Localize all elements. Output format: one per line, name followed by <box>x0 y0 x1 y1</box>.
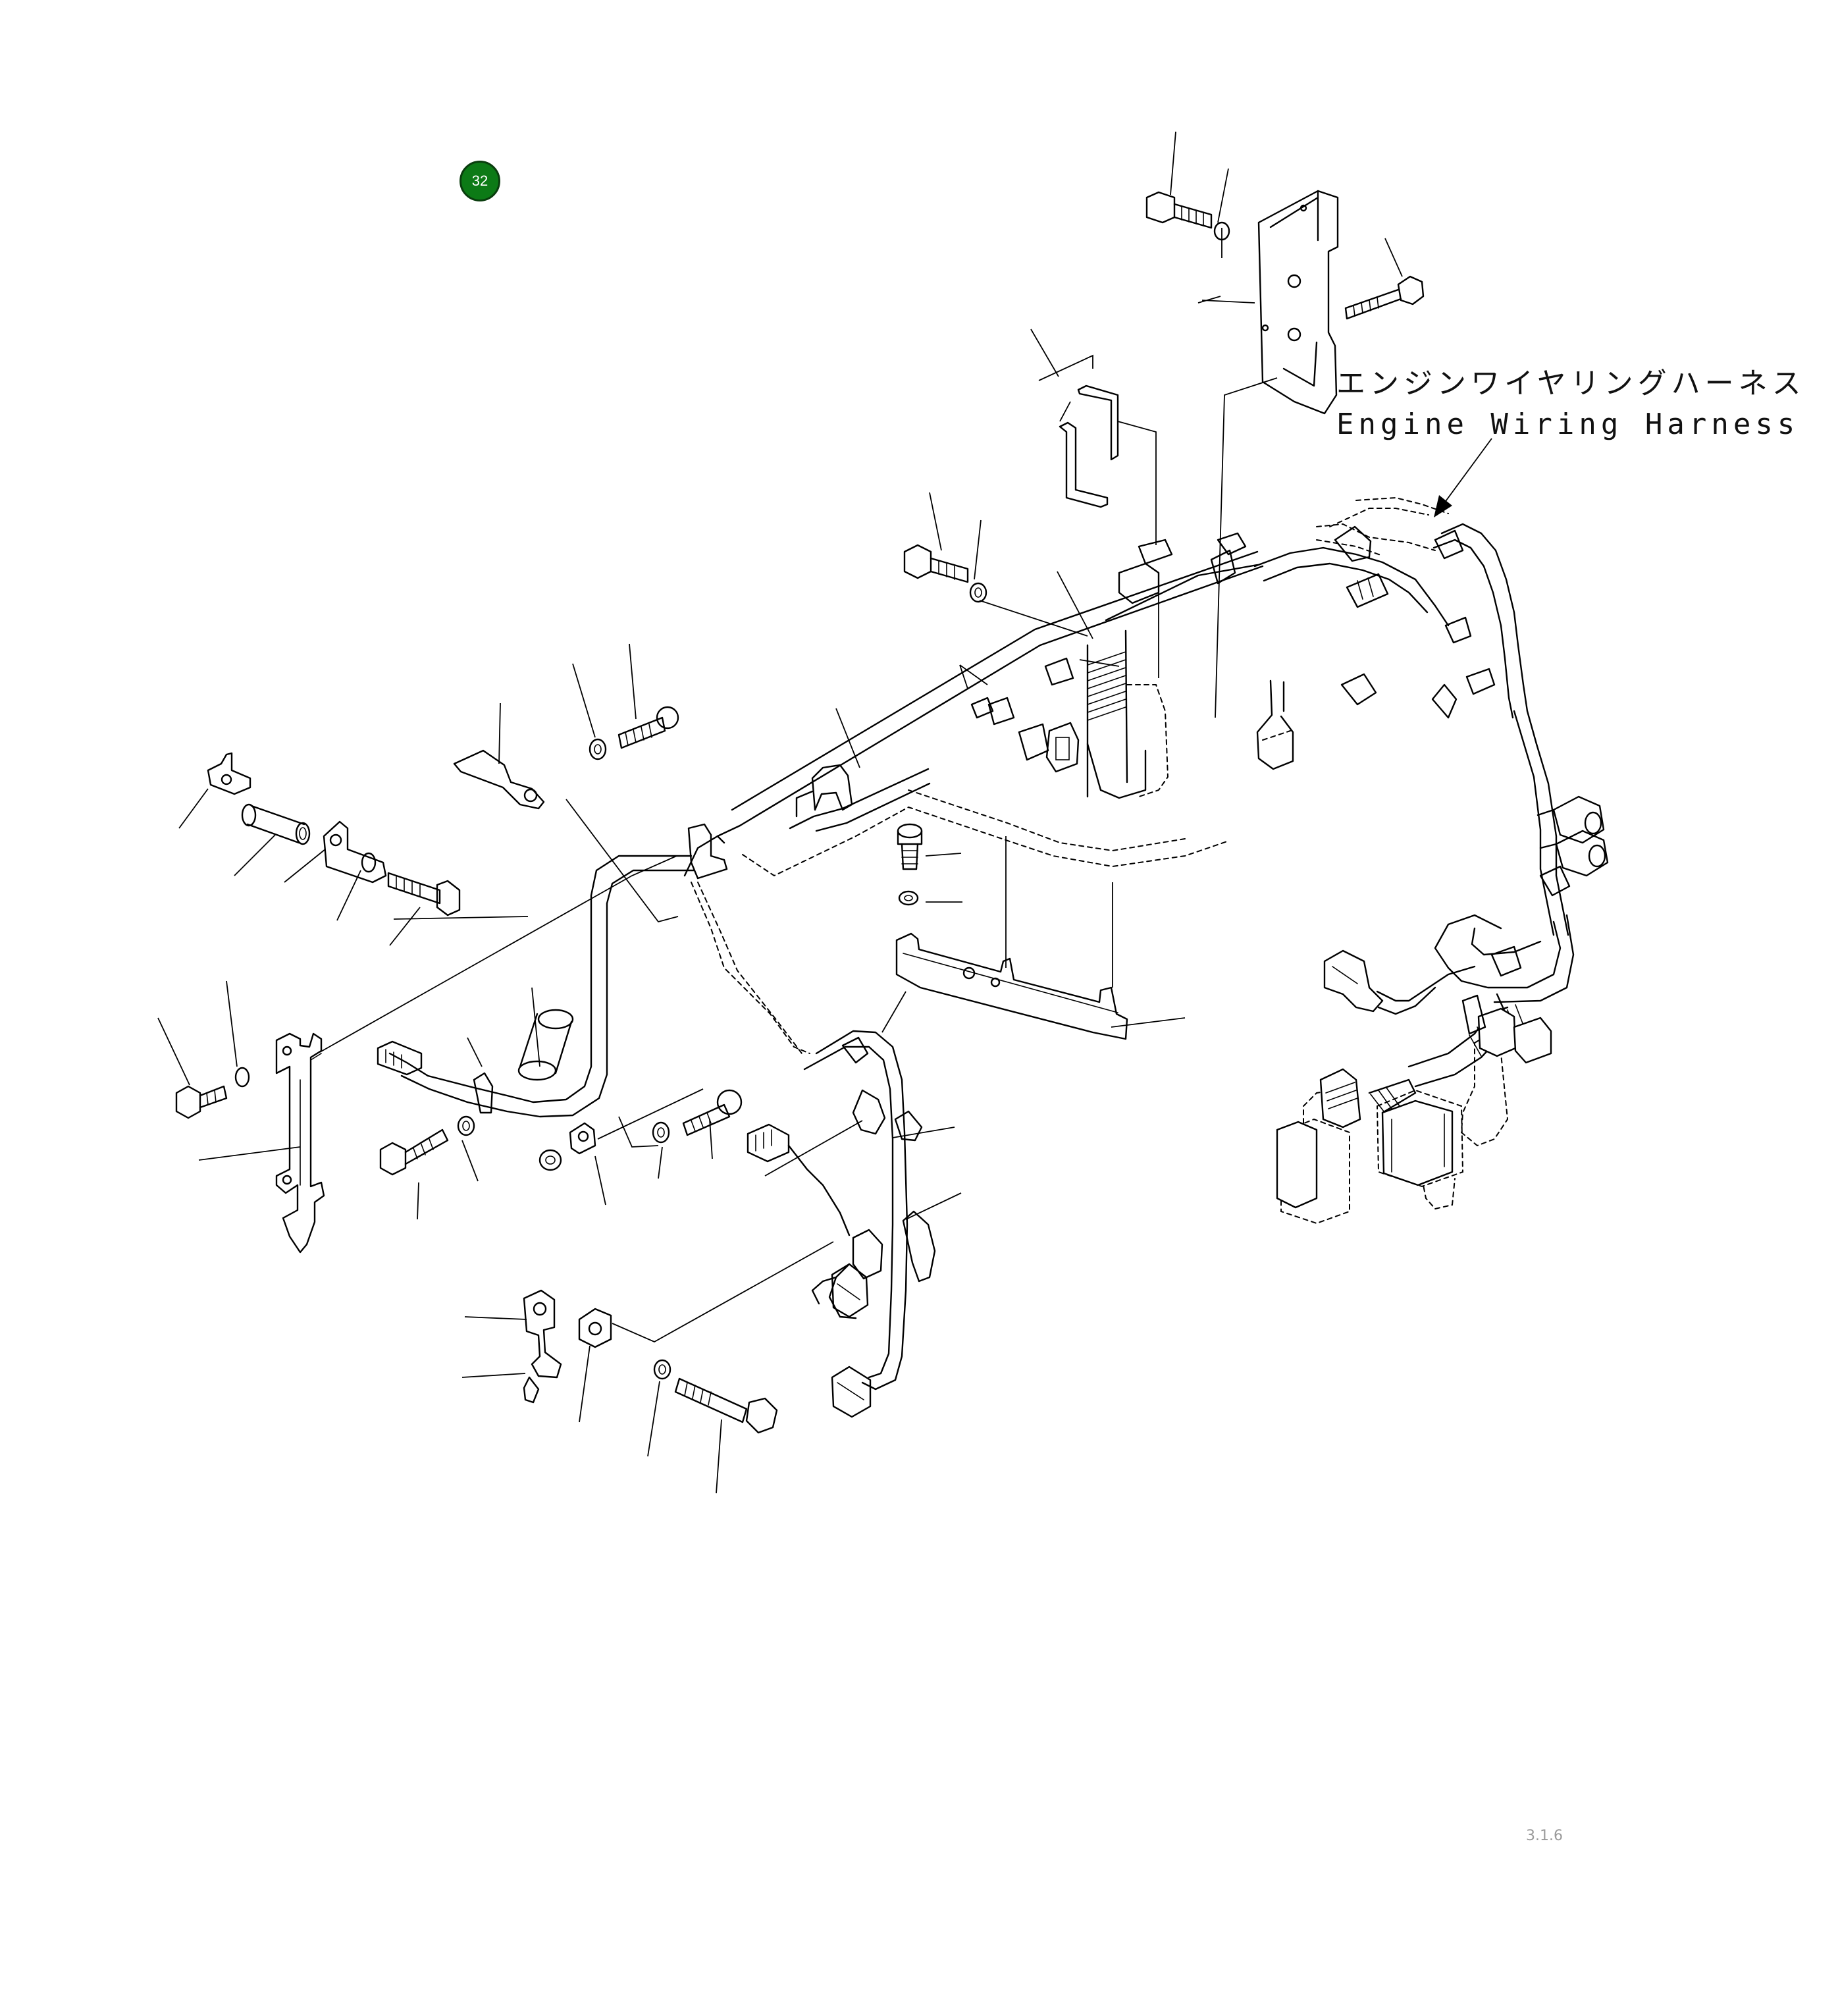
callout-line-english: Engine Wiring Harness <box>1336 408 1800 441</box>
upper-bracket-assembly <box>1145 131 1425 415</box>
pendant-connector-b <box>831 1366 872 1418</box>
callout-arrow <box>1434 438 1492 517</box>
middle-bolt-group <box>379 1088 743 1220</box>
center-base-bracket <box>895 823 1186 1040</box>
washer-bottom <box>653 1359 671 1380</box>
washer-lower-left <box>234 1067 250 1088</box>
center-connectors <box>970 532 1247 773</box>
harness-main-run <box>683 532 1264 877</box>
bolt-mid-b <box>682 1089 743 1136</box>
clamp-mid <box>569 1122 596 1155</box>
base-bracket-bolt <box>897 823 923 870</box>
base-washer <box>898 890 919 906</box>
bolt-left-long <box>387 872 461 916</box>
bracket-bolt-right <box>1344 275 1425 320</box>
bolt-lower-left <box>175 1085 228 1119</box>
washer-mid-c <box>652 1121 670 1144</box>
right-lower-module <box>1276 914 1575 1225</box>
mid-bolt-washer <box>903 492 1088 637</box>
figure-number-badge: 32 <box>460 161 500 201</box>
leader-lines <box>959 296 1278 718</box>
bottom-plate <box>578 1308 612 1348</box>
harness-clip-left <box>687 708 860 880</box>
callout-line-japanese: エンジンワイヤリングハーネス <box>1336 367 1806 400</box>
harness-right-loop <box>1253 496 1609 936</box>
washer-left <box>361 852 377 873</box>
pendant-connector-a <box>831 1263 869 1318</box>
tall-bracket-left <box>198 855 677 1254</box>
harness-lower-branch <box>747 991 962 1418</box>
washer-mid-a <box>457 1115 475 1136</box>
bolt-mid-a <box>379 1128 449 1176</box>
z-bracket-pair <box>1030 329 1157 545</box>
page-code: 3.1.6 <box>1526 1828 1563 1844</box>
corrugated-conduit <box>1086 629 1169 799</box>
clamp-left <box>323 820 387 884</box>
left-spacer-assembly <box>178 752 529 946</box>
grommet-cylinder <box>517 1009 574 1081</box>
washer-mid-b <box>538 1149 562 1171</box>
spacer-tube <box>241 803 311 845</box>
bolt-upper-clip <box>617 706 679 749</box>
bracket-bolt-top <box>1145 191 1213 229</box>
harness-downward-loop <box>377 855 810 1118</box>
bolt-washer-lowerleft <box>157 980 250 1119</box>
bottom-clip <box>523 1289 562 1404</box>
upper-bracket <box>1257 190 1339 415</box>
harness-callout-label: エンジンワイヤリングハーネス Engine Wiring Harness <box>1336 363 1806 445</box>
twin-connectors <box>1536 795 1609 877</box>
washer-upper-clip <box>589 738 607 760</box>
bottom-bracket-group <box>461 1241 834 1494</box>
clip-bolt-upper <box>453 643 679 923</box>
bolt-bottom-long <box>674 1377 778 1434</box>
